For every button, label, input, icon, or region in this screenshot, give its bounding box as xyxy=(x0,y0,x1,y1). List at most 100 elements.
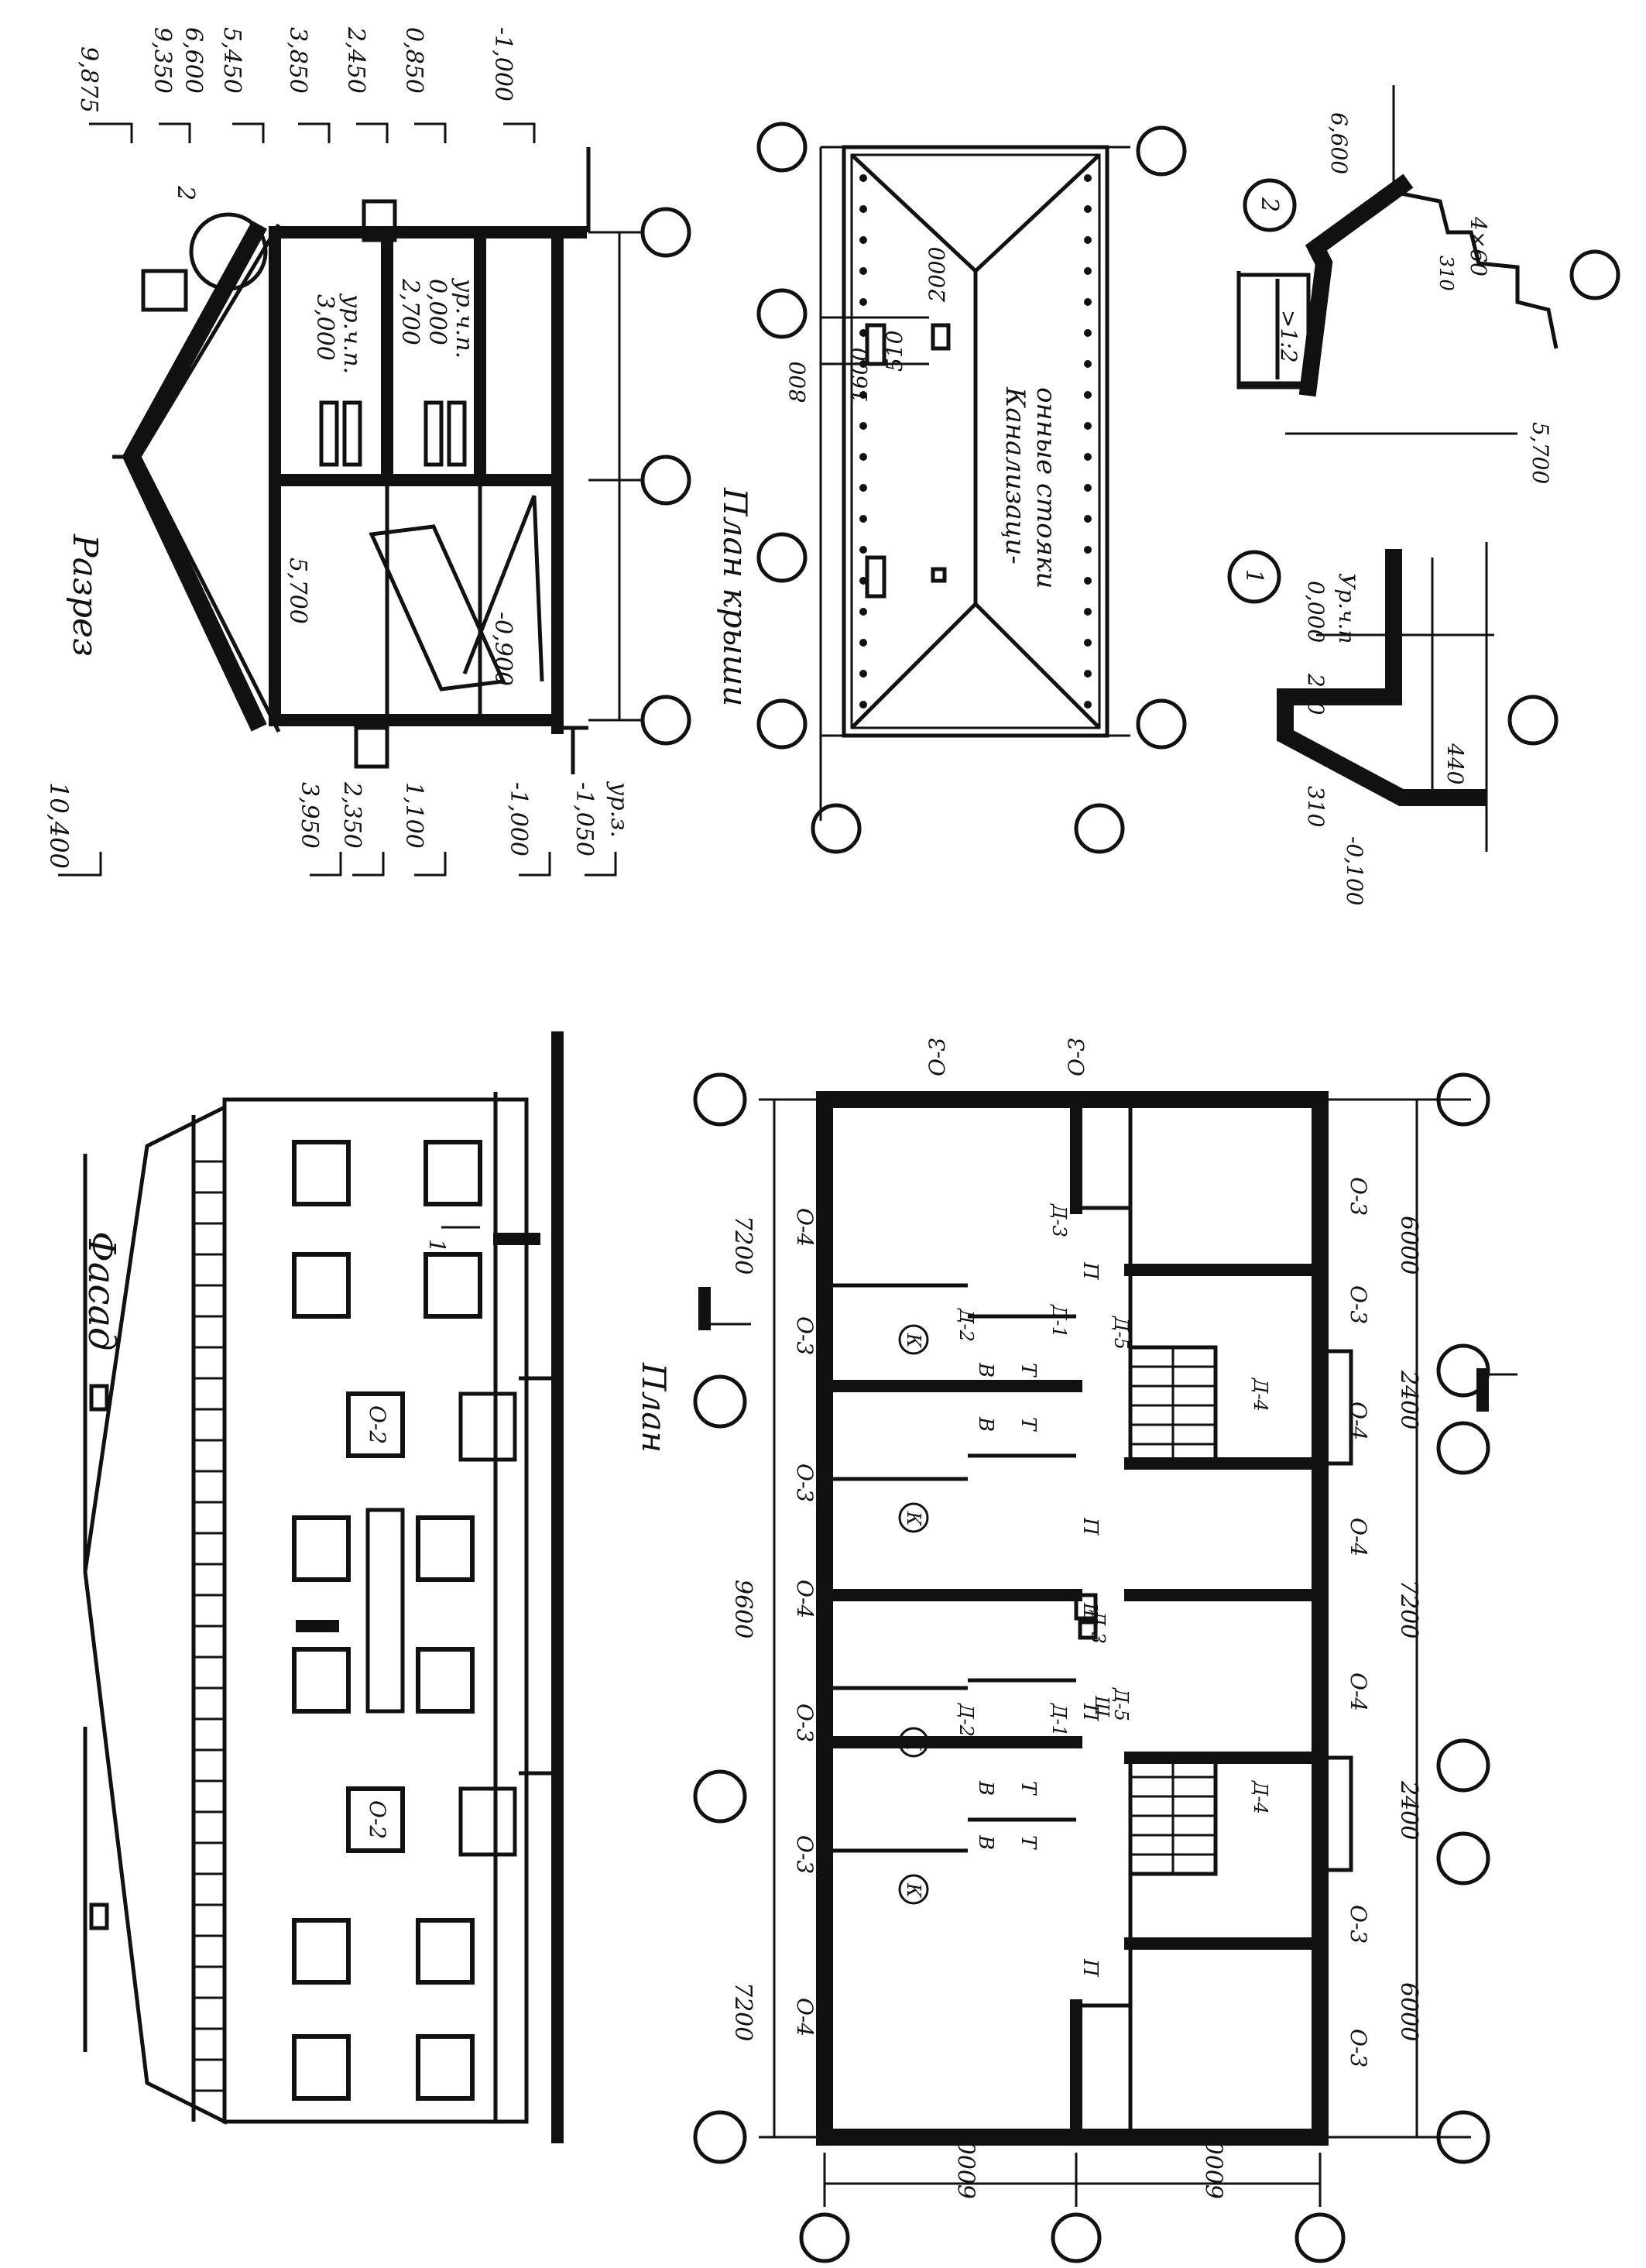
roof-dot xyxy=(859,670,867,678)
win-bot-3: О-4 xyxy=(1346,1402,1371,1440)
staircase-left xyxy=(1128,1345,1218,1466)
mark-6600: 6,600 xyxy=(180,27,207,94)
mark-minus-0900: -0,900 xyxy=(489,612,516,686)
room-kitchen-3: К xyxy=(903,1735,924,1752)
room-hall-1: П xyxy=(1078,1261,1102,1281)
detail-1-440: 440 xyxy=(1442,743,1468,784)
plan-dimensions: 7200 9600 7200 6000 2400 7200 2400 6000 … xyxy=(729,1216,1422,2199)
roof-dot xyxy=(859,484,867,492)
roof-dim-510: 510 xyxy=(882,331,907,372)
roof-dot xyxy=(859,639,867,647)
room-wc-3: Т xyxy=(1017,1781,1040,1796)
room-wc-1: Т xyxy=(1017,1363,1040,1378)
section-axes xyxy=(588,207,691,746)
roof-dot xyxy=(1084,577,1092,585)
detail-1-zero: 0,000 xyxy=(1303,581,1329,643)
win-bot-2: О-3 xyxy=(1346,1285,1371,1324)
mark-2700: 2,700 xyxy=(396,278,424,345)
roof-dot xyxy=(1084,267,1092,275)
mark-minus-1000b: -1,000 xyxy=(505,782,532,856)
mark-2450: 2,450 xyxy=(342,26,369,94)
facade-elevation: 1 О-2 О-2 xyxy=(83,1031,564,2143)
door-d3-b: Д-3 xyxy=(1087,1610,1109,1644)
mark-3000: 3,000 xyxy=(311,294,338,361)
roof-dot xyxy=(1084,329,1092,337)
roof-dim-800: 800 xyxy=(785,362,811,403)
roof-dot xyxy=(1084,298,1092,306)
detail-1: 1 0,000 Ур.ч.п 200 310 440 -0,100 xyxy=(1227,542,1559,906)
section-top-marks: 9,875 9,350 6,600 5,450 3,850 2,450 0,85… xyxy=(75,26,536,143)
door-d2-b: Д-2 xyxy=(955,1703,977,1737)
win-top-6: О-3 xyxy=(792,1835,818,1874)
mark-2350: 2,350 xyxy=(338,781,365,849)
roof-dot xyxy=(1084,546,1092,554)
plan-title: План xyxy=(635,1362,673,1453)
win-top-7: О-4 xyxy=(792,1998,818,2036)
detail-2-slope: >1:2 xyxy=(1276,310,1301,363)
detail-2-4x60: 4×60 xyxy=(1466,216,1491,276)
detail-1-number: 1 xyxy=(1240,569,1267,584)
mark-minus-1050: -1,050 xyxy=(571,782,598,856)
mark-5450: 5,450 xyxy=(218,27,245,94)
win-top-2: О-3 xyxy=(792,1316,818,1355)
win-end-1: О-3 xyxy=(924,1038,950,1076)
mark-level-2: ур.ч.п. xyxy=(451,277,478,359)
roof-dot xyxy=(859,453,867,461)
room-wc-4: Т xyxy=(1017,1835,1040,1850)
mark-ridge-10400: 10,400 xyxy=(44,782,74,869)
roof-dot xyxy=(859,546,867,554)
door-d3-a: Д-3 xyxy=(1048,1203,1070,1237)
room-hall-4: П xyxy=(1078,1958,1102,1978)
door-d5-b: Д-5 xyxy=(1110,1687,1132,1721)
dim-bot-2400-a: 2400 xyxy=(1395,1370,1422,1429)
detail-2: 2 6,600 4×60 310 5,700 >1:2 xyxy=(1236,85,1620,484)
room-kitchen-4: К xyxy=(903,1882,924,1899)
dim-top-9600: 9600 xyxy=(729,1580,756,1638)
roof-dot xyxy=(859,422,867,430)
roof-dot xyxy=(859,267,867,275)
room-bath-2: В xyxy=(974,1416,997,1432)
room-hall-2: П xyxy=(1078,1517,1102,1536)
roof-plan: 2000 1600 510 800 Канализаци- онные стоя… xyxy=(756,122,1187,854)
room-hall-3: П xyxy=(1078,1703,1102,1722)
roof-dot xyxy=(1084,670,1092,678)
plan-axes xyxy=(693,1072,1490,2263)
roof-dim-1600: 1600 xyxy=(847,348,873,403)
roof-dot xyxy=(1084,422,1092,430)
room-kitchen-1: К xyxy=(903,1333,924,1349)
dim-bot-2400-b: 2400 xyxy=(1395,1780,1422,1840)
detail-2-310: 310 xyxy=(1435,256,1457,291)
roof-dot xyxy=(1084,205,1092,213)
roof-dot xyxy=(1084,391,1092,399)
win-bot-7: О-3 xyxy=(1346,2029,1371,2067)
facade-cut-mark: 1 xyxy=(424,1239,450,1253)
roof-dot xyxy=(859,205,867,213)
roof-dot xyxy=(1084,639,1092,647)
room-kitchen-2: К xyxy=(903,1511,924,1527)
door-d1-b: Д-1 xyxy=(1048,1703,1070,1737)
section-inner-marks: 3,000 ур.ч.п. 2,700 0,000 ур.ч.п. 5,700 … xyxy=(284,277,516,686)
plan-window-marks: О-4 О-3 О-3 О-4 О-3 О-3 О-4 О-3 О-3 О-4 … xyxy=(792,1038,1371,2067)
roof-note-line2: онные стояки xyxy=(1030,387,1061,588)
mark-5700: 5,700 xyxy=(284,558,311,624)
roof-dot xyxy=(1084,453,1092,461)
mark-0000: 0,000 xyxy=(424,279,451,345)
roof-dot xyxy=(1084,174,1092,182)
door-d1-a: Д-1 xyxy=(1048,1304,1070,1338)
roof-dot xyxy=(1084,701,1092,709)
section-callout-2: 2 xyxy=(172,185,199,201)
roof-note-line1: Канализаци- xyxy=(1000,386,1030,564)
dim-side-6000-a: 6000 xyxy=(955,2140,982,2199)
roof-dot xyxy=(1084,484,1092,492)
section-bottom-marks: 10,400 3,950 2,350 1,100 -1,000 -1,050 у… xyxy=(44,781,633,877)
detail-1-310: 310 xyxy=(1303,786,1329,827)
roof-dot xyxy=(859,515,867,523)
mark-9350: 9,350 xyxy=(149,27,176,94)
room-wc-2: Т xyxy=(1017,1417,1040,1432)
mark-level-1: ур.ч.п. xyxy=(338,293,365,374)
win-end-2: О-3 xyxy=(1064,1038,1089,1076)
roof-dot xyxy=(859,701,867,709)
dim-top-7200-b: 7200 xyxy=(729,1982,756,2041)
